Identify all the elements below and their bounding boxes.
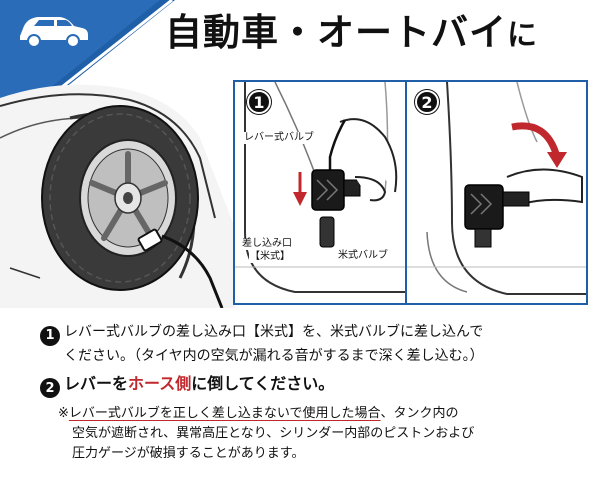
warning-mark: ※	[58, 406, 69, 421]
warning-underlined: レバー式バルブを正しく差し込まないで使用した場合	[68, 406, 381, 421]
warning-line-3: 圧力ゲージが破損することがあります。	[72, 446, 305, 461]
warning-line-1-rest: 、タンク内の	[380, 406, 459, 421]
warning-line-2: 空気が遮断され、異常高圧となり、シリンダー内部のピストンおよび	[72, 426, 475, 441]
instruction-step-1-line-2: ください。（タイヤ内の空気が漏れる音がするまで深く差し込む。）	[40, 346, 590, 367]
warning-line-1: ※レバー式バルブを正しく差し込まないで使用した場合、タンク内の	[58, 404, 590, 424]
warning-note: ※レバー式バルブを正しく差し込まないで使用した場合、タンク内の 空気が遮断され、…	[58, 404, 590, 464]
curved-arrow-icon	[511, 122, 567, 168]
label-insert-port: 差し込み口	[241, 238, 293, 250]
step-1-illustration	[235, 82, 405, 303]
step-2-badge: 2	[415, 90, 439, 114]
instruction-step-2-number: 2	[40, 378, 60, 398]
label-insert-port-type: 【米式】	[249, 251, 291, 263]
instruction-step-2-pre: レバーを	[64, 373, 129, 393]
instruction-step-1-number: 1	[40, 325, 60, 346]
steps-panel: 1 2 レバー式バルブ 差し込み口 【米式】 米式バルブ	[233, 80, 588, 305]
panel-divider	[405, 82, 407, 303]
instruction-step-1-text-2: ください。（タイヤ内の空気が漏れる音がするまで深く差し込む。）	[64, 347, 484, 364]
tire-illustration	[0, 84, 235, 308]
instruction-step-2-post: に倒してください。	[191, 373, 335, 393]
page-title: 自動車・オートバイに	[165, 2, 538, 56]
page-title-main: 自動車・オートバイ	[165, 11, 507, 54]
car-icon	[20, 17, 88, 48]
page-title-suffix: に	[507, 18, 538, 53]
lever-valve-body-lowered	[464, 184, 504, 230]
label-lever-valve: レバー式バルブ	[243, 132, 315, 144]
step-2-illustration	[407, 82, 586, 303]
step-1-badge: 1	[247, 90, 271, 114]
label-us-valve: 米式バルブ	[337, 250, 389, 262]
pump-connector	[137, 228, 163, 252]
instruction-step-1-text-1: レバー式バルブの差し込み口【米式】を、米式バルブに差し込んで	[64, 324, 484, 340]
us-valve-stem	[319, 216, 335, 248]
instruction-step-2-highlight: ホース側	[128, 373, 192, 393]
down-arrow-icon	[293, 172, 307, 206]
